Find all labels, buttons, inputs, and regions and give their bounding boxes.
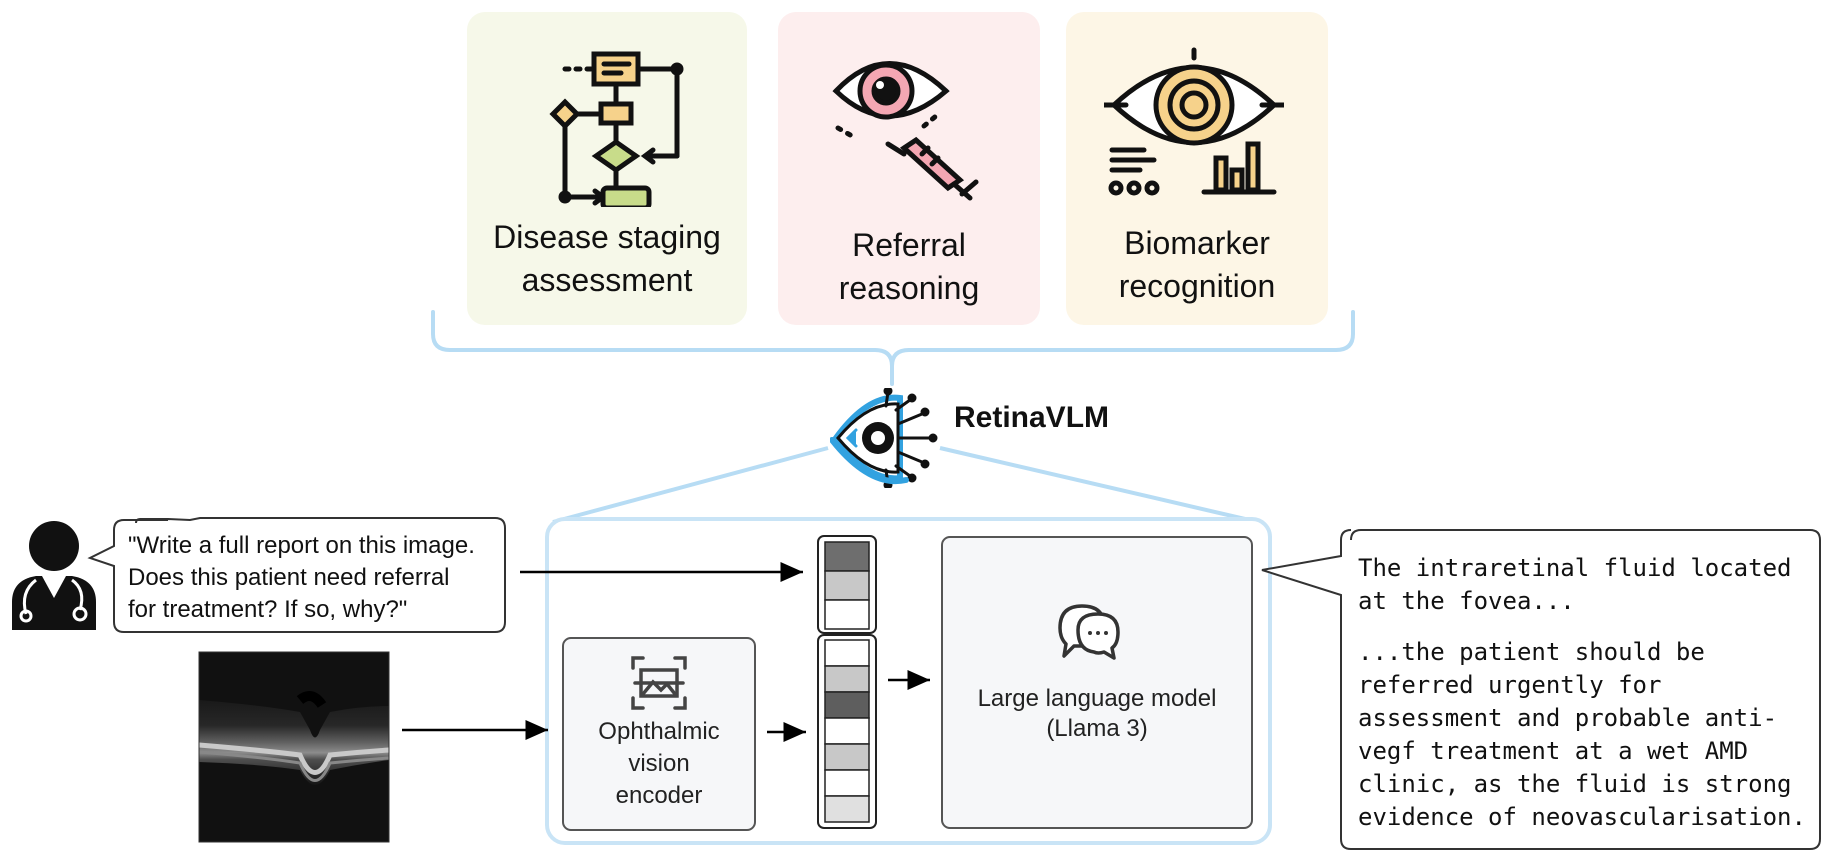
llm-label: Large language model (Llama 3) <box>977 685 1217 742</box>
task-card-biomarker: Biomarker recognition <box>1066 12 1328 325</box>
task-bracket <box>431 310 1355 386</box>
encoder-box <box>562 637 756 831</box>
encoder-label: Ophthalmic vision encoder <box>598 718 720 809</box>
task-label-biomarker: Biomarker recognition <box>1118 225 1276 304</box>
task-card-referral: Referral reasoning <box>778 12 1040 325</box>
eye-syringe-icon <box>832 61 979 201</box>
query-bubble <box>87 517 506 633</box>
doctor-icon <box>12 521 96 630</box>
image-scan-icon <box>631 656 687 710</box>
oct-scan-image <box>198 651 390 843</box>
roof-line-left <box>552 446 829 524</box>
retina-circuit-eye-icon <box>830 388 938 488</box>
flowchart-icon <box>549 51 684 207</box>
task-label-disease-staging: Disease staging assessment <box>493 219 721 298</box>
task-label-referral: Referral reasoning <box>838 227 980 306</box>
llm-box <box>941 536 1253 829</box>
model-name: RetinaVLM <box>954 401 1110 434</box>
query-text: "Write a full report on this image. Does… <box>128 532 475 623</box>
text-token-column <box>817 535 877 634</box>
response-bubble <box>1261 529 1821 850</box>
eye-analytics-icon <box>1104 47 1284 196</box>
roof-line-right <box>939 446 1259 524</box>
chat-bubbles-icon <box>1058 604 1120 660</box>
response-paragraph-2: ...the patient should be referred urgent… <box>1358 638 1806 831</box>
task-card-disease-staging: Disease staging assessment <box>467 12 747 325</box>
image-token-column <box>817 634 877 829</box>
response-paragraph-1: The intraretinal fluid located at the fo… <box>1358 554 1792 615</box>
